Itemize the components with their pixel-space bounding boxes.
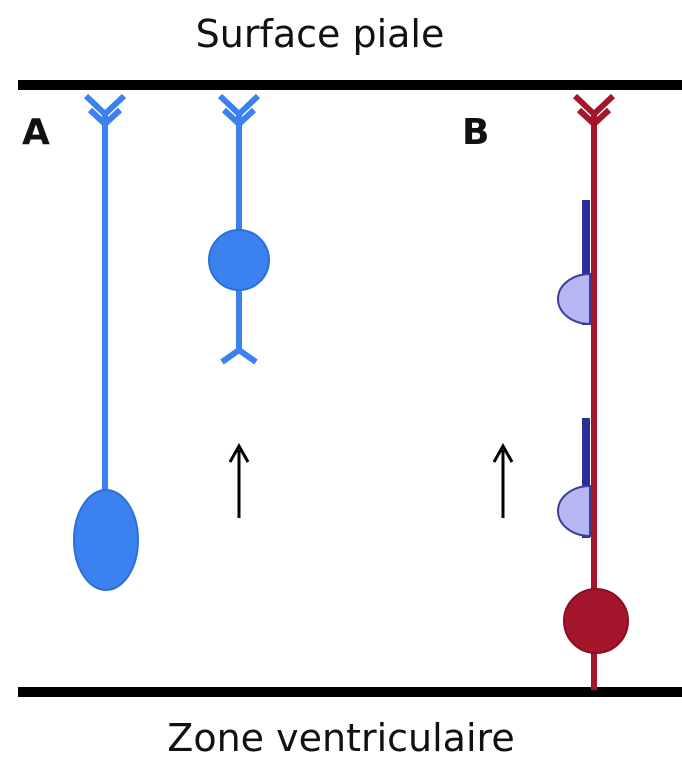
red-endfoot-outer <box>572 93 616 119</box>
leading-endfoot-outer <box>217 93 261 119</box>
leading-process-upper <box>582 200 590 325</box>
red-radial-glia-soma <box>563 588 629 654</box>
pial-surface-label: Surface piale <box>195 12 445 56</box>
ventricular-zone-line <box>18 687 682 697</box>
red-endfoot-inner <box>576 107 612 129</box>
panel-b-label: B <box>462 112 490 153</box>
endfoot-top-inner <box>87 107 123 129</box>
translocating-cell <box>208 93 270 365</box>
neuron-soma-lower <box>557 484 591 538</box>
arrow-b-head <box>492 442 514 463</box>
migrating-neuron-upper <box>557 200 591 326</box>
migration-arrow-b <box>492 442 514 518</box>
radial-glia-soma <box>73 489 139 591</box>
arrow-a-head <box>228 442 250 463</box>
ventricular-zone-label: Zone ventriculaire <box>167 716 515 760</box>
radial-glia-cell-long <box>73 93 139 591</box>
migrating-neuron-lower <box>557 418 591 538</box>
radial-glia-cell-b <box>563 93 629 690</box>
translocating-cell-soma <box>208 229 270 291</box>
trailing-endfoot <box>220 346 258 365</box>
leading-endfoot-inner <box>221 107 257 129</box>
leading-process-lower <box>582 418 590 538</box>
pial-surface-line <box>18 80 682 90</box>
endfoot-top-outer <box>83 93 127 119</box>
panel-a-label: A <box>22 112 50 153</box>
neuron-soma-upper <box>557 272 591 326</box>
migration-arrow-a <box>228 442 250 518</box>
